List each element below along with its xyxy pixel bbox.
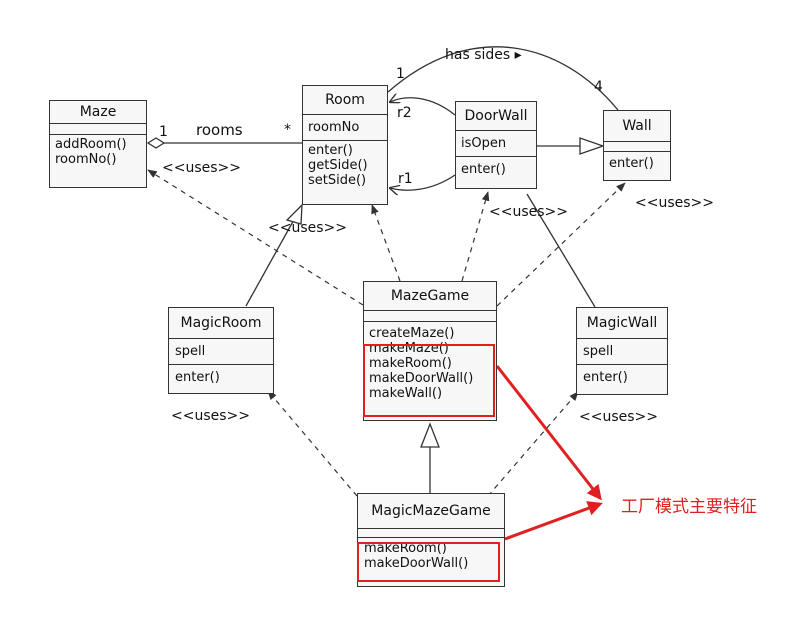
method: enter(): [461, 162, 506, 177]
edge-magicwall-doorwall: [526, 193, 596, 308]
label-multiplicity-wall-sides: 4: [594, 79, 603, 95]
dep-mazegame-maze: [147, 169, 364, 306]
class-methods: enter() getSide() setSide(): [303, 141, 387, 190]
label-rooms: rooms: [196, 121, 243, 139]
label-uses: <<uses>>: [162, 160, 241, 176]
class-attributes: isOpen: [456, 131, 536, 157]
method: getSide(): [308, 158, 368, 173]
label-role-r1: r1: [398, 171, 413, 187]
label-multiplicity-room-sides: 1: [396, 66, 405, 82]
class-methods: enter(): [169, 365, 273, 390]
class-name: Wall: [604, 111, 670, 142]
class-room: Room roomNo enter() getSide() setSide(): [302, 85, 388, 205]
class-magicroom: MagicRoom spell enter(): [168, 307, 274, 394]
class-doorwall: DoorWall isOpen enter(): [455, 101, 537, 189]
method: makeDoorWall(): [369, 371, 474, 386]
edge-doorwall-room-r1: [390, 174, 456, 190]
label-uses: <<uses>>: [579, 409, 658, 425]
dep-mazegame-room: [371, 204, 401, 282]
label-multiplicity-room: *: [284, 122, 291, 138]
class-methods: makeRoom() makeDoorWall(): [358, 538, 504, 574]
class-methods: enter(): [577, 365, 667, 390]
annotation-factory-pattern: 工厂模式主要特征: [621, 497, 757, 517]
attribute: isOpen: [461, 136, 507, 151]
dep-mazegame-wall: [496, 182, 626, 307]
method: setSide(): [308, 173, 367, 188]
class-methods: enter(): [604, 152, 670, 175]
annotation-arrow-magicmazegame: [504, 501, 603, 541]
class-attributes: [358, 529, 504, 538]
class-magicwall: MagicWall spell enter(): [576, 307, 668, 395]
class-attributes: spell: [169, 339, 273, 365]
class-name: MagicWall: [577, 308, 667, 339]
method: enter(): [583, 370, 628, 385]
class-maze: Maze addRoom() roomNo(): [49, 100, 147, 188]
label-uses: <<uses>>: [171, 408, 250, 424]
class-name: Maze: [50, 101, 146, 124]
edge-room-wall-has-sides: [387, 46, 619, 111]
generalization-triangle-wall: [579, 137, 605, 155]
class-name: Room: [303, 86, 387, 115]
generalization-triangle-mazegame: [420, 422, 440, 448]
method: enter(): [175, 370, 220, 385]
attribute: spell: [583, 344, 614, 359]
class-wall: Wall enter(): [603, 110, 671, 181]
attribute: spell: [175, 344, 206, 359]
method: roomNo(): [55, 152, 117, 167]
label-role-r2: r2: [397, 105, 412, 121]
label-has-sides: has sides ▸: [445, 47, 522, 63]
attribute: roomNo: [308, 120, 360, 135]
class-name: MazeGame: [364, 282, 496, 311]
aggregation-diamond: [146, 137, 166, 149]
edge-doorwall-room-r2: [390, 98, 456, 116]
dep-magicmazegame-magicroom: [267, 390, 358, 497]
class-attributes: [50, 124, 146, 135]
class-methods: enter(): [456, 157, 536, 182]
class-name: DoorWall: [456, 102, 536, 131]
method: makeRoom(): [369, 356, 452, 371]
class-attributes: [364, 311, 496, 322]
highlight-factory-methods: [363, 344, 495, 417]
class-attributes: roomNo: [303, 115, 387, 141]
class-name: MagicMazeGame: [358, 494, 504, 529]
class-name: MagicRoom: [169, 308, 273, 339]
annotation-arrow-mazegame: [495, 365, 602, 501]
dep-magicmazegame-magicwall: [487, 391, 579, 497]
method: enter(): [609, 156, 654, 171]
generalization-triangle-room: [285, 203, 303, 225]
class-magicmazegame: MagicMazeGame makeRoom() makeDoorWall(): [357, 493, 505, 587]
class-attributes: spell: [577, 339, 667, 365]
method: makeWall(): [369, 386, 443, 401]
label-multiplicity-maze: 1: [159, 124, 168, 140]
method: makeDoorWall(): [364, 556, 469, 571]
method: addRoom(): [55, 137, 127, 152]
method: makeRoom(): [364, 541, 447, 556]
highlight-overridden-factory-methods: [357, 542, 500, 582]
label-uses: <<uses>>: [268, 220, 347, 236]
class-methods: addRoom() roomNo(): [50, 135, 146, 169]
class-attributes: [604, 142, 670, 152]
dep-mazegame-doorwall: [461, 191, 490, 282]
method: createMaze(): [369, 326, 455, 341]
label-uses: <<uses>>: [489, 204, 568, 220]
edge-magicroom-room: [245, 215, 297, 307]
label-uses: <<uses>>: [635, 195, 714, 211]
method: enter(): [308, 143, 353, 158]
